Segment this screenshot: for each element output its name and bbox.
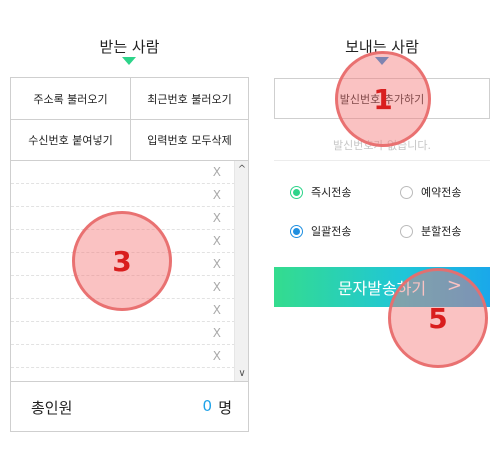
recent-numbers-button[interactable]: 최근번호 불러오기: [131, 78, 248, 119]
scroll-up-icon[interactable]: ^: [237, 164, 247, 175]
delete-row-icon[interactable]: X: [212, 349, 221, 363]
scroll-down-icon[interactable]: ∨: [238, 368, 246, 379]
radio-selected-icon: [290, 224, 303, 238]
delete-row-icon[interactable]: X: [212, 211, 221, 225]
radio-scheduled-label: 예약전송: [421, 186, 462, 199]
grid-divider-horizontal: [11, 119, 248, 120]
delete-all-button[interactable]: 입력번호 모두삭제: [131, 120, 248, 160]
total-count: 0: [202, 397, 212, 415]
delete-row-icon[interactable]: X: [212, 165, 221, 179]
radio-bulk-send[interactable]: 일괄전송: [290, 223, 351, 239]
recipient-action-grid: 주소록 불러오기 최근번호 불러오기 수신번호 붙여넣기 입력번호 모두삭제: [10, 77, 249, 161]
paste-numbers-button[interactable]: 수신번호 붙여넣기: [11, 120, 130, 160]
sender-title: 보내는 사람: [345, 38, 419, 56]
recipients-active-indicator: [122, 57, 136, 65]
address-book-button[interactable]: 주소록 불러오기: [11, 78, 130, 119]
delete-row-icon[interactable]: X: [212, 257, 221, 271]
total-unit: 명: [218, 399, 232, 417]
radio-immediate-label: 즉시전송: [311, 186, 352, 199]
recipient-row[interactable]: X: [11, 299, 235, 322]
delete-row-icon[interactable]: X: [212, 188, 221, 202]
annotation-marker-5: 5: [388, 268, 488, 368]
delete-row-icon[interactable]: X: [212, 303, 221, 317]
annotation-marker-3: 3: [72, 211, 172, 311]
recipients-title: 받는 사람: [99, 38, 160, 56]
radio-split-send[interactable]: 분할전송: [400, 223, 461, 239]
radio-selected-icon: [290, 185, 303, 199]
radio-unselected-icon: [400, 185, 413, 199]
recipient-row[interactable]: X: [11, 161, 235, 184]
radio-bulk-label: 일괄전송: [311, 225, 352, 238]
radio-unselected-icon: [400, 224, 413, 238]
recipient-row[interactable]: X: [11, 345, 235, 368]
total-label: 총인원: [31, 399, 73, 417]
delete-row-icon[interactable]: X: [212, 234, 221, 248]
list-scrollbar[interactable]: ^ ∨: [234, 161, 248, 382]
recipient-row[interactable]: X: [11, 322, 235, 345]
sender-divider: [274, 160, 490, 161]
radio-immediate-send[interactable]: 즉시전송: [290, 184, 351, 200]
delete-row-icon[interactable]: X: [212, 326, 221, 340]
delete-row-icon[interactable]: X: [212, 280, 221, 294]
annotation-marker-1: 1: [335, 51, 431, 147]
radio-scheduled-send[interactable]: 예약전송: [400, 184, 461, 200]
total-recipients: 총인원 0 명: [10, 381, 249, 432]
radio-split-label: 분할전송: [421, 225, 462, 238]
recipient-row[interactable]: X: [11, 184, 235, 207]
